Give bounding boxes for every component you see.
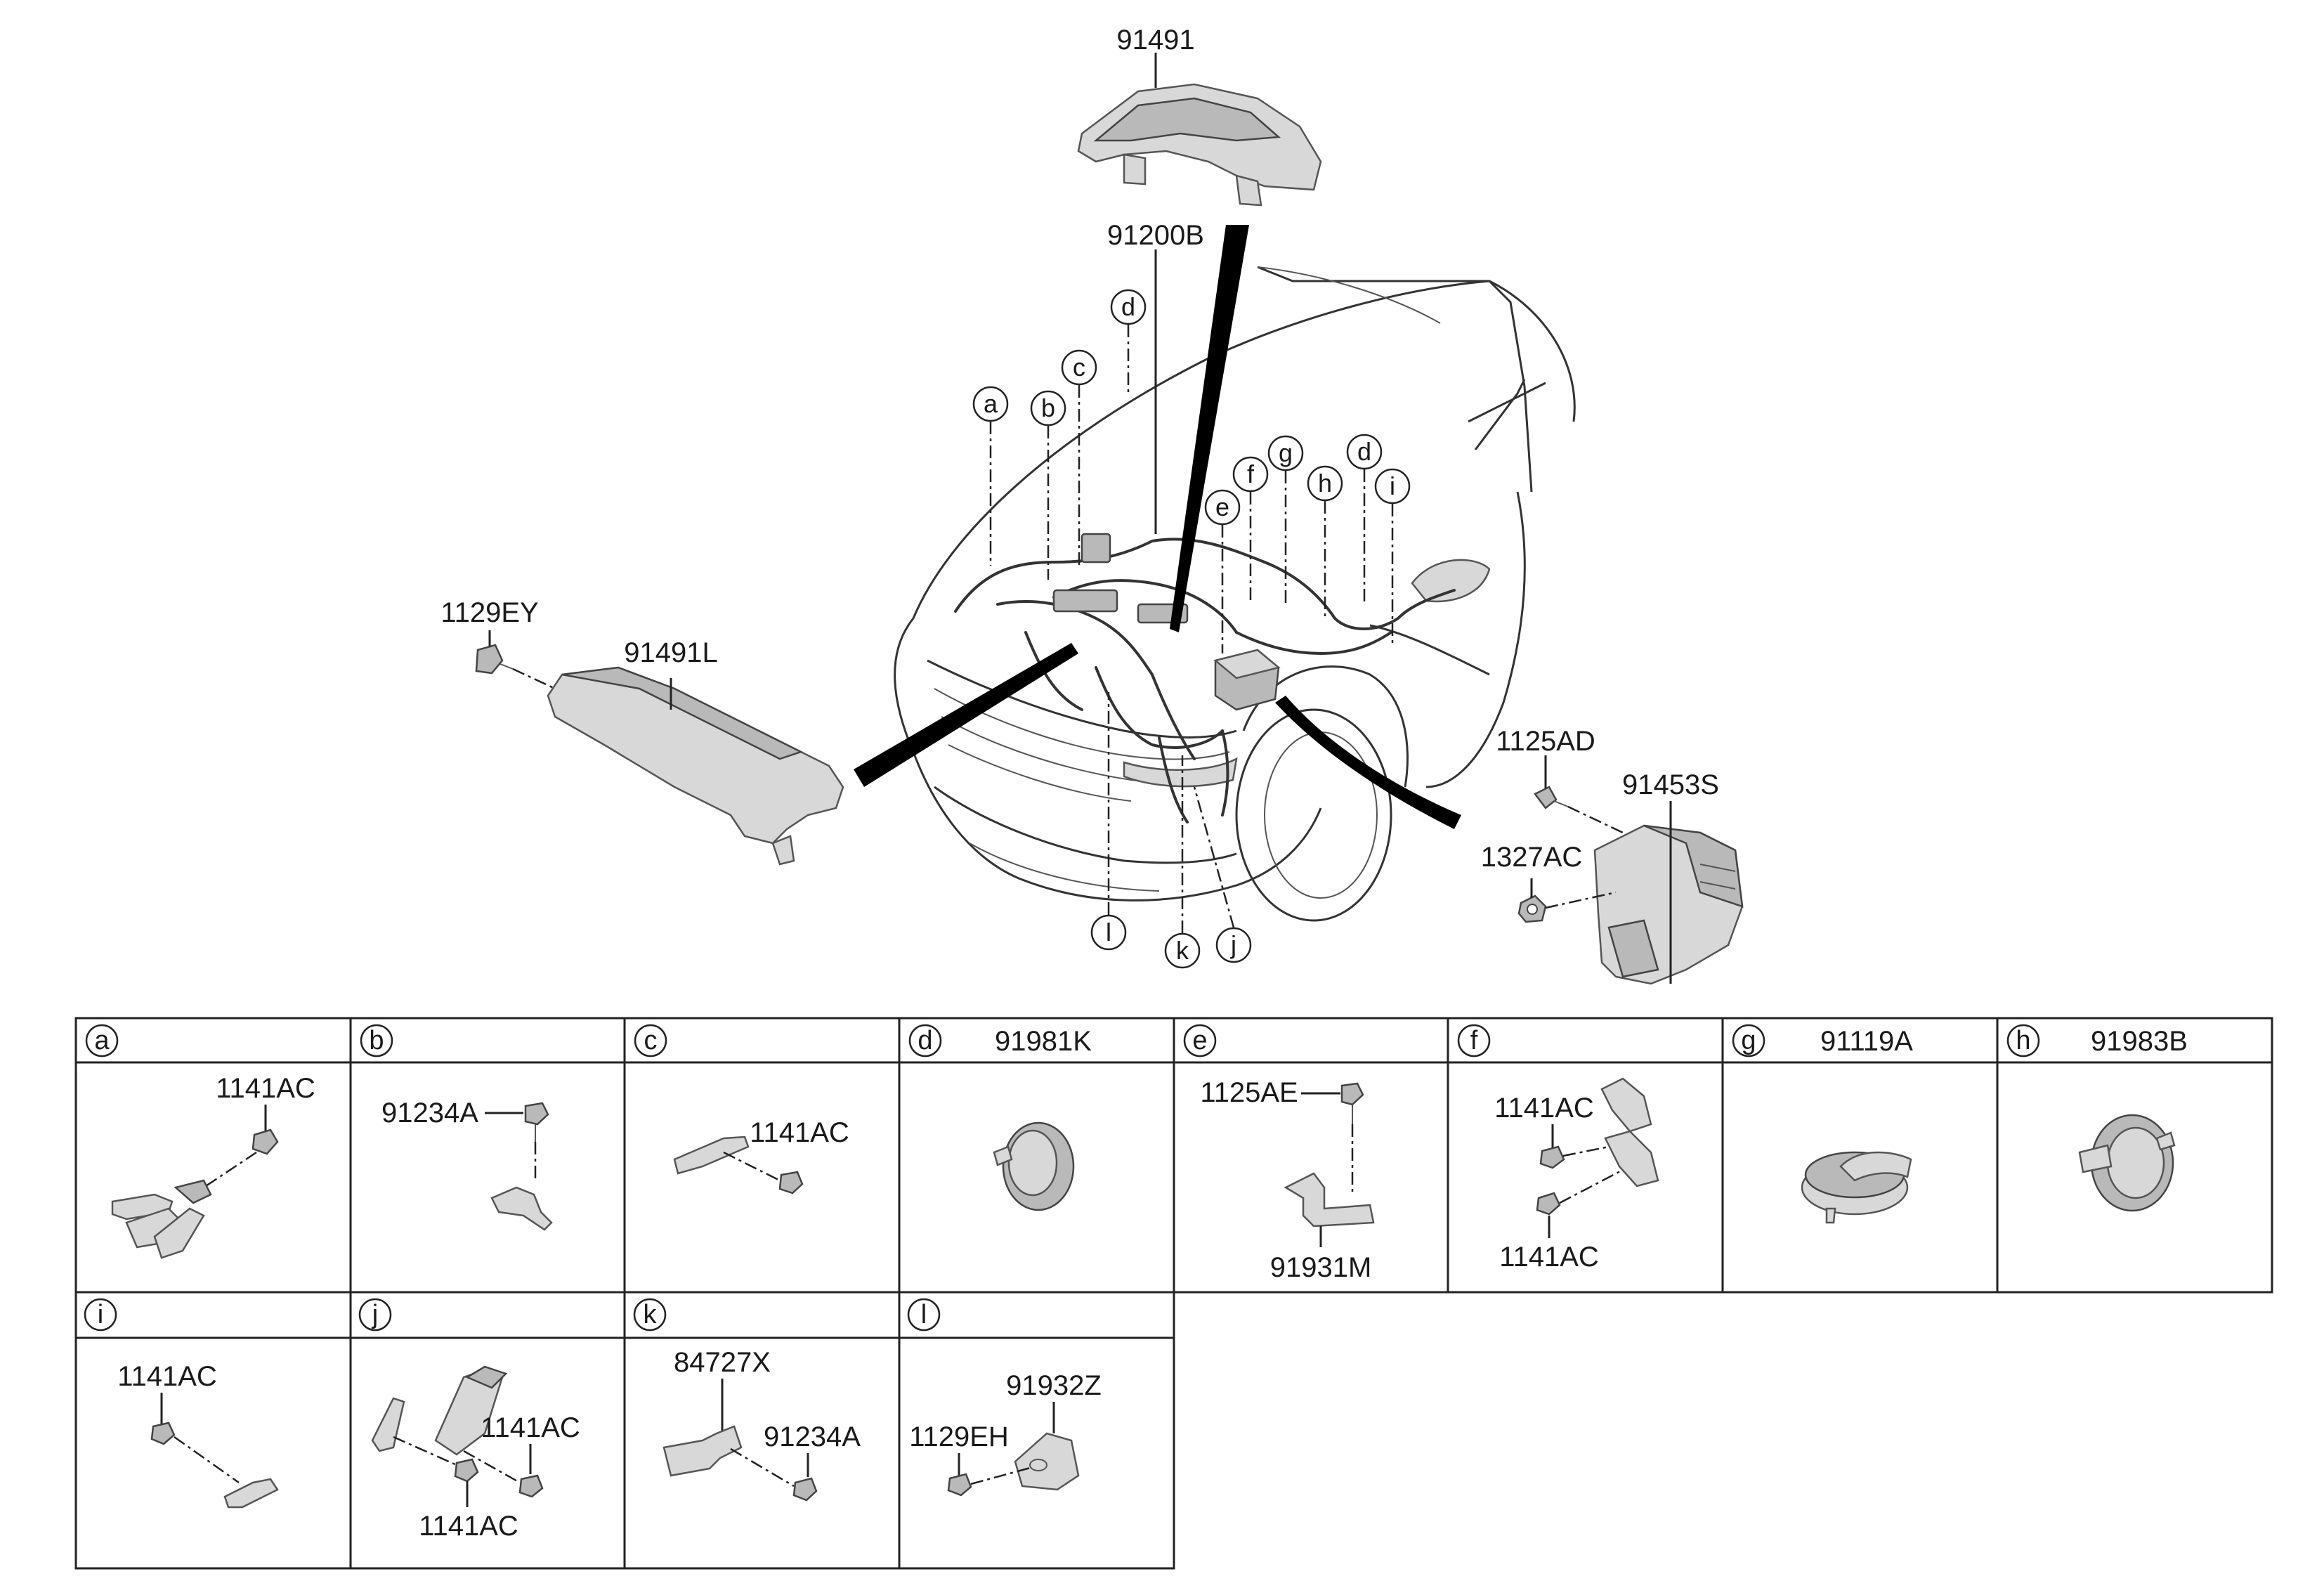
top-cover-label: 91491 (1116, 25, 1194, 56)
cell-g-title: 91119A (1820, 1026, 1913, 1057)
detail-cell-c: c 1141AC (634, 1024, 849, 1195)
cell-j-part-1: 1141AC (481, 1412, 580, 1443)
cell-k-part-2: 91234A (764, 1421, 861, 1452)
svg-text:e: e (1215, 493, 1229, 521)
harness-label: 91200B (1107, 220, 1204, 251)
svg-text:d: d (1357, 437, 1371, 466)
left-screw-label: 1129EY (440, 597, 538, 628)
callout-b: b (1030, 390, 1066, 580)
svg-text:a: a (984, 389, 998, 418)
detail-cell-e: e 1125AE 91931M (1183, 1024, 1375, 1283)
callout-h: h (1307, 465, 1343, 618)
junction-box-part (1593, 824, 1744, 985)
cell-e-part-2: 91931M (1270, 1252, 1372, 1283)
svg-text:k: k (644, 1300, 658, 1329)
svg-text:l: l (921, 1300, 927, 1329)
left-screw-part (475, 644, 514, 675)
top-cover-part (1077, 83, 1322, 207)
svg-text:f: f (1470, 1026, 1478, 1055)
callout-d-upper: d (1110, 289, 1147, 393)
cell-j-part-2: 1141AC (419, 1511, 518, 1542)
cell-d-grommet-part (993, 1121, 1075, 1211)
right-nut-label: 1327AC (1481, 842, 1583, 873)
cell-a-part-1: 1141AC (216, 1073, 315, 1104)
leader-wedges (854, 225, 1461, 829)
detail-cell-i: i 1141AC (84, 1298, 279, 1509)
detail-cell-k: k 84727X 91234A (633, 1298, 861, 1502)
engine-room-fuse-box (1213, 649, 1281, 711)
cell-d-title: 91981K (995, 1026, 1092, 1057)
left-cover-label: 91491L (624, 637, 717, 668)
cell-l-part-1: 91932Z (1006, 1370, 1102, 1401)
svg-text:c: c (644, 1026, 658, 1055)
detail-cell-f: f 1141AC 1141AC (1457, 1024, 1659, 1273)
detail-cell-g: g 91119A (1732, 1024, 1913, 1224)
cell-h-grommet-part (2078, 1114, 2176, 1212)
svg-text:g: g (1741, 1026, 1756, 1055)
detail-cell-l: l 91932Z 1129EH (907, 1298, 1102, 1497)
svg-text:h: h (1318, 469, 1332, 497)
svg-text:j: j (372, 1300, 378, 1329)
callout-j: j (1193, 786, 1252, 963)
cell-k-part-1: 84727X (674, 1347, 771, 1378)
svg-text:e: e (1192, 1026, 1207, 1055)
vehicle-outline (894, 266, 1576, 922)
callout-k: k (1164, 755, 1201, 969)
svg-text:b: b (369, 1026, 384, 1055)
svg-text:f: f (1247, 460, 1255, 488)
svg-text:l: l (1106, 918, 1111, 946)
cell-i-part-1: 1141AC (117, 1361, 217, 1392)
detail-cell-j: j 1141AC 1141AC (358, 1298, 580, 1542)
svg-text:b: b (1041, 393, 1055, 422)
svg-text:h: h (2016, 1026, 2030, 1055)
callout-d-lower: d (1346, 434, 1383, 604)
cell-c-part-1: 1141AC (750, 1117, 849, 1148)
svg-text:j: j (1230, 930, 1236, 959)
callout-a: a (972, 386, 1009, 566)
svg-text:a: a (94, 1026, 110, 1055)
detail-cell-a: a 1141AC (85, 1024, 315, 1259)
cell-l-part-2: 1129EH (909, 1421, 1009, 1452)
callout-i: i (1374, 468, 1411, 643)
detail-table: a 1141AC b 91234A c (74, 1017, 2273, 1570)
cell-e-part-1: 1125AE (1200, 1077, 1298, 1108)
svg-text:i: i (98, 1300, 103, 1329)
cell-g-grommet-part (1801, 1151, 1912, 1224)
cell-h-title: 91983B (2091, 1026, 2188, 1057)
svg-text:d: d (918, 1026, 932, 1055)
svg-text:k: k (1176, 936, 1189, 965)
junction-box-label: 91453S (1622, 769, 1719, 800)
callout-e: e (1204, 489, 1241, 653)
detail-cell-h: h 91983B (2006, 1024, 2188, 1212)
svg-text:i: i (1390, 471, 1395, 500)
right-bolt-label: 1125AD (1496, 726, 1595, 757)
main-illustration: 91491 (440, 25, 1744, 985)
right-bolt-part (1534, 786, 1569, 809)
callout-g: g (1267, 435, 1304, 604)
detail-cell-b: b 91234A (360, 1024, 553, 1231)
left-cover-part (547, 666, 844, 866)
cell-b-part-1: 91234A (381, 1098, 478, 1128)
svg-text:c: c (1073, 353, 1085, 382)
cell-f-part-2: 1141AC (1499, 1242, 1599, 1273)
right-nut-part (1517, 894, 1547, 923)
cell-f-part-1: 1141AC (1494, 1093, 1594, 1124)
svg-text:d: d (1121, 292, 1135, 321)
detail-cell-d: d 91981K (908, 1024, 1092, 1211)
callout-c: c (1061, 349, 1097, 566)
callout-l: l (1090, 692, 1127, 951)
callout-f: f (1232, 456, 1269, 604)
cell-a-connector-part (111, 1179, 212, 1259)
svg-text:g: g (1279, 438, 1293, 467)
